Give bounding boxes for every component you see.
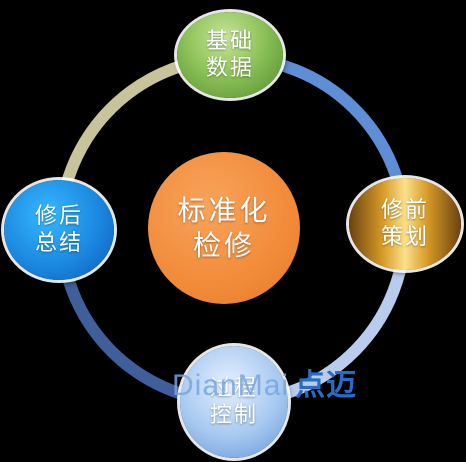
node-post-summary[interactable]: 修后 总结 — [4, 180, 114, 280]
node-basic-data-label: 基础 数据 — [205, 28, 254, 82]
node-process-control[interactable]: 过程 控制 — [180, 346, 288, 458]
node-basic-data[interactable]: 基础 数据 — [177, 12, 283, 98]
node-process-control-label: 过程 控制 — [209, 375, 258, 429]
center-node-standardized-maintenance[interactable]: 标准化 检修 — [148, 152, 300, 304]
watermark-latin: DianMai — [172, 369, 290, 402]
watermark-cjk: 点迈 — [295, 369, 358, 402]
node-pre-planning[interactable]: 修前 策划 — [349, 178, 461, 270]
center-node-label: 标准化 检修 — [177, 194, 271, 262]
node-post-summary-label: 修后 总结 — [34, 203, 83, 257]
node-pre-planning-label: 修前 策划 — [380, 197, 429, 251]
